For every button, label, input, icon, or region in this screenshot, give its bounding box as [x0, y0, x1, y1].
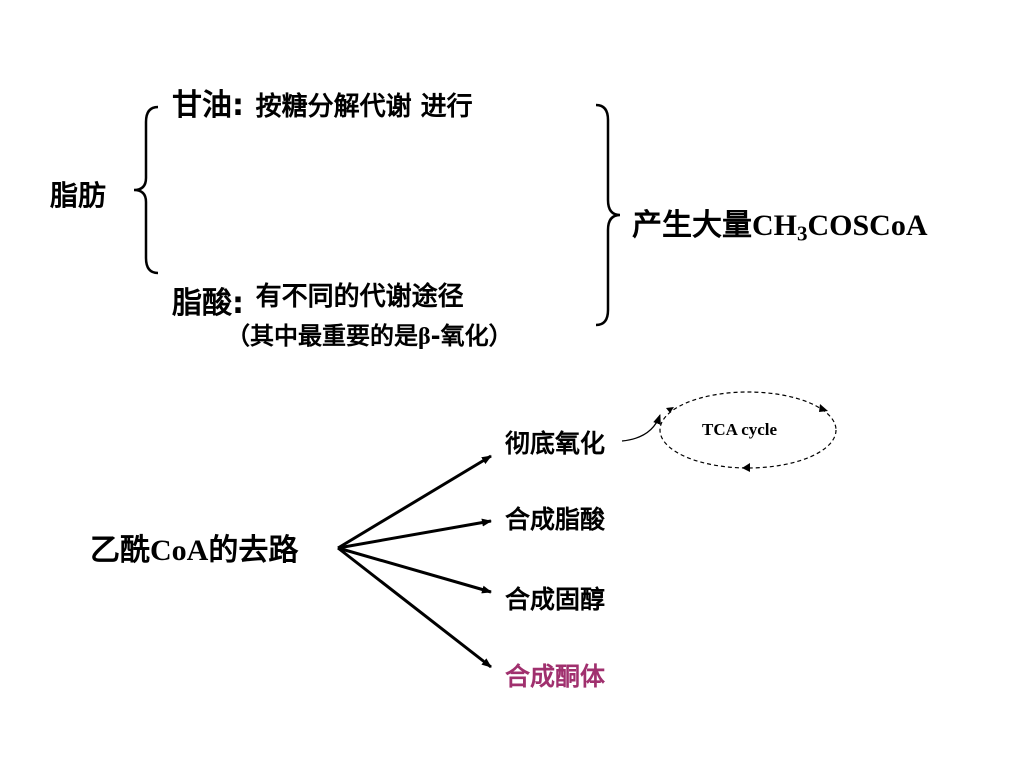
glycerol-text: 按糖分解代谢 进行 [255, 92, 473, 122]
result-text: 产生大量CH3COSCoA [632, 200, 928, 244]
result-formula-a: CH [752, 209, 797, 242]
fatty-acid-label: 脂酸: [172, 286, 244, 321]
fatty-acid-note: （其中最重要的是β-氧化） [226, 316, 513, 351]
fat-label: 脂肪 [50, 179, 107, 212]
tca-cycle-label: TCA cycle [702, 420, 778, 439]
tca-arrow-top-left [666, 407, 674, 413]
arrow-to-oxidation [337, 454, 492, 550]
arrow-to-sterol [337, 546, 492, 594]
tca-arrow-top-right [819, 404, 828, 412]
result-formula-sub: 3 [797, 221, 808, 246]
note-pre: （其中最重要的是 [226, 322, 418, 350]
fatty-acid-text: 有不同的代谢途径 [255, 282, 464, 312]
right-brace [595, 103, 621, 327]
destination-fatty-acid-synthesis: 合成脂酸 [505, 505, 606, 534]
acetyl-coa-label: 乙酰CoA的去路 [90, 525, 298, 569]
glycerol-row: 甘油: 按糖分解代谢 进行 [172, 80, 473, 124]
left-brace [133, 105, 159, 275]
note-beta: β [418, 324, 431, 350]
tca-cycle-ellipse [659, 391, 837, 469]
acetyl-prefix: 乙酰 [90, 533, 150, 568]
result-formula-b: COSCoA [807, 209, 928, 242]
acetyl-suffix: 的去路 [208, 533, 299, 568]
tca-arrow-bottom [742, 463, 750, 472]
result-prefix: 产生大量 [632, 208, 752, 243]
arrow-to-ketone [337, 546, 492, 669]
tca-connector [621, 414, 661, 442]
note-post: -氧化） [430, 322, 513, 350]
glycerol-label: 甘油: [172, 88, 244, 123]
destination-sterol-synthesis: 合成固醇 [505, 585, 606, 614]
destination-ketone-synthesis: 合成酮体 [505, 662, 606, 691]
fatty-acid-row: 脂酸: 有不同的代谢途径 [172, 270, 464, 321]
acetyl-coa: CoA [150, 534, 209, 567]
arrow-to-fatty-acid [337, 518, 492, 550]
destination-oxidation: 彻底氧化 [505, 429, 606, 458]
